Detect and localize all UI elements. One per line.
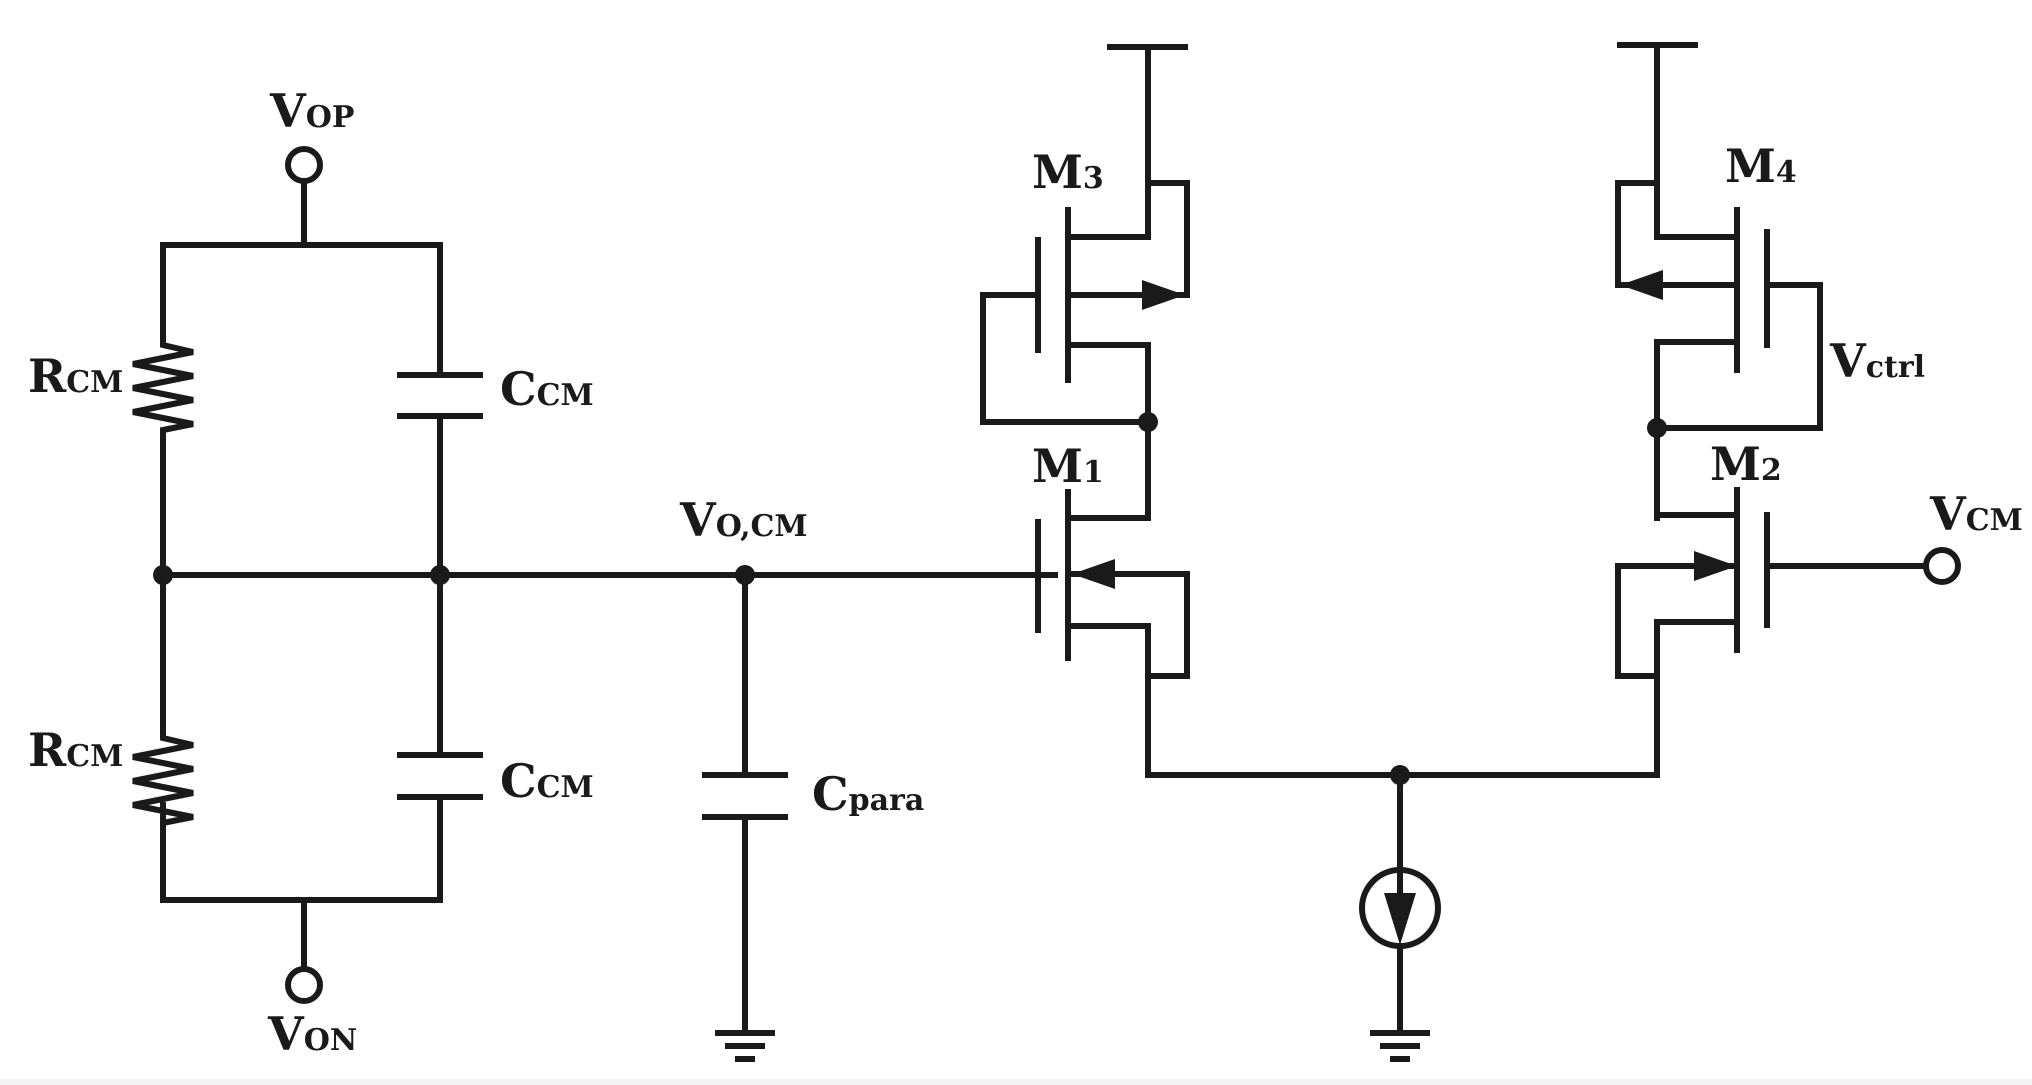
junction-dot: [430, 565, 450, 585]
capacitor-ccm-bottom: [397, 572, 483, 903]
vop-terminal: [285, 146, 323, 248]
label-vcm: VCM: [1929, 487, 2023, 541]
bottom-rail-wire: [160, 897, 443, 972]
vocm-node-dot: [735, 565, 755, 585]
capacitor-cpara: [702, 572, 788, 1033]
current-source-arrow: [1384, 893, 1416, 945]
label-vocm: VO,CM: [679, 493, 808, 547]
ground-symbol: [1370, 1030, 1430, 1062]
label-m1: M1: [1032, 439, 1104, 493]
vcm-terminal: [1923, 547, 1961, 585]
m2-arrow: [1694, 551, 1737, 581]
transistor-m1: [1035, 489, 1190, 778]
top-rail-wire: [160, 242, 443, 378]
junction-dot: [1647, 418, 1667, 438]
resistor-rcm-bottom: [132, 572, 194, 903]
ground-symbol: [715, 1030, 775, 1062]
resistor-rcm-top: [132, 322, 194, 578]
label-ccm-bottom: CCM: [500, 754, 594, 808]
label-cpara: Cpara: [812, 767, 924, 821]
transistor-m2: [1615, 487, 1928, 778]
label-m3: M3: [1032, 145, 1104, 199]
capacitor-ccm-top: [397, 372, 483, 578]
label-von: VON: [267, 1007, 357, 1061]
label-m4: M4: [1725, 139, 1797, 193]
junction-dot: [153, 565, 173, 585]
label-vctrl: Vctrl: [1829, 334, 1925, 388]
label-ccm-top: CCM: [500, 362, 594, 416]
bottom-border-strip: [0, 1079, 2032, 1085]
junction-dot: [1138, 412, 1158, 432]
vdd-bar-left: [1107, 44, 1188, 240]
vdd-bar-right: [1617, 42, 1698, 240]
label-rcm-bottom: RCM: [28, 723, 123, 777]
m4-arrow: [1620, 270, 1663, 300]
label-m2: M2: [1710, 437, 1782, 491]
label-vop: VOP: [269, 84, 354, 138]
m3-arrow: [1142, 280, 1185, 310]
m1-arrow: [1072, 559, 1115, 589]
label-rcm-top: RCM: [28, 349, 123, 403]
von-terminal: [285, 966, 323, 1004]
